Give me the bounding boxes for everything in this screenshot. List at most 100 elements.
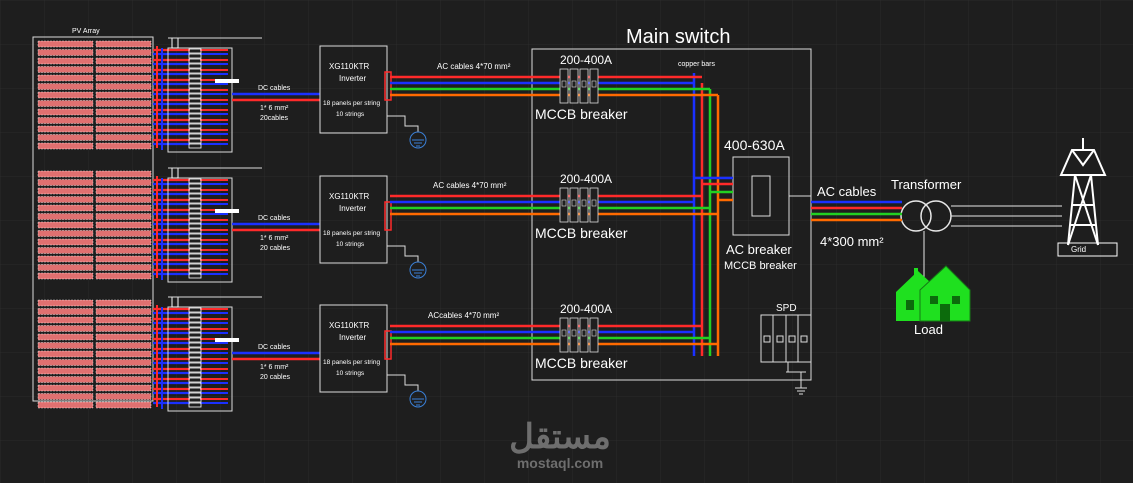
inverter-box — [319, 45, 388, 134]
grid-box — [1057, 242, 1118, 257]
dc-cables-count: 20 cables — [260, 245, 290, 252]
dc-cables-spec: 1* 6 mm² — [260, 235, 289, 242]
ground-icon — [387, 245, 427, 279]
fuse-holder — [188, 273, 202, 279]
mccb-label: MCCB breaker — [535, 106, 628, 122]
pv-panel — [37, 187, 94, 195]
breaker-pole — [559, 68, 569, 104]
house-icon — [896, 265, 971, 322]
pv-panel — [37, 359, 94, 366]
pv-panel-grid — [37, 170, 152, 280]
pv-panel — [37, 91, 94, 99]
fuse-holder — [188, 198, 202, 204]
dc-cables-label: DC cables — [258, 85, 291, 92]
pv-panel — [37, 333, 94, 341]
grid-label: Grid — [1071, 245, 1086, 254]
pv-panel — [37, 255, 94, 263]
pv-panel — [37, 299, 94, 307]
pv-panel — [95, 316, 152, 324]
mccb-rating: 200-400A — [560, 172, 612, 186]
pv-panel — [37, 142, 94, 150]
dc-cables-spec: 1* 6 mm² — [260, 105, 289, 112]
inverter-panels: 18 panels per string — [323, 100, 380, 107]
pv-panel — [37, 179, 94, 186]
fuse-holder — [188, 58, 202, 64]
pv-panel — [95, 125, 152, 133]
fuse-holder — [188, 223, 202, 229]
combiner-terminal — [215, 79, 239, 83]
pv-panel — [37, 272, 94, 280]
fuse-holder — [188, 133, 202, 139]
breaker-handle — [581, 199, 587, 207]
fuse-holder — [188, 53, 202, 59]
fuse-holder — [188, 337, 202, 343]
spd-ground-icon — [786, 362, 807, 395]
fuse-holder — [188, 258, 202, 264]
ac-cables-label: ACcables 4*70 mm² — [428, 311, 499, 320]
string-wires — [153, 46, 228, 150]
pv-panel — [37, 117, 94, 124]
breaker-handle — [591, 329, 597, 337]
pv-panel — [95, 350, 152, 358]
fuse-holder — [188, 263, 202, 269]
ac-cables-label: AC cables 4*70 mm² — [437, 62, 511, 71]
pv-panel — [37, 350, 94, 358]
breaker-pole — [579, 317, 589, 353]
breaker-pole — [579, 68, 589, 104]
mccb-label: MCCB breaker — [535, 225, 628, 241]
inverter-word: Inverter — [339, 74, 366, 83]
fuse-holder — [188, 392, 202, 398]
breaker-handle — [581, 329, 587, 337]
inverter-ac-terminal — [384, 71, 392, 101]
mccb-breaker — [559, 317, 599, 353]
wires-layer — [692, 73, 902, 356]
inverter-word: Inverter — [339, 333, 366, 342]
ac-breaker-sub: MCCB breaker — [724, 260, 797, 272]
fuse-holder — [188, 113, 202, 119]
breaker-pole — [569, 187, 579, 223]
breaker-handle — [561, 80, 567, 88]
inverter-ac-terminal — [384, 201, 392, 231]
mccb-breaker — [559, 187, 599, 223]
pv-panel — [37, 401, 94, 409]
static-layer: PV Array Main switch copper bars 400-630… — [32, 26, 1118, 471]
combiner-fuse-block — [188, 307, 202, 408]
pv-panel — [95, 384, 152, 392]
combiner-terminal — [215, 209, 239, 213]
pv-panel — [37, 108, 94, 116]
fuse-holder — [188, 317, 202, 323]
pv-panel — [37, 376, 94, 383]
pv-panel — [95, 196, 152, 203]
ground-icon — [387, 115, 427, 149]
pv-panel — [95, 179, 152, 186]
fuse-holder — [188, 218, 202, 224]
pv-panel — [37, 325, 94, 332]
breaker-pole — [559, 317, 569, 353]
breaker-pole — [569, 317, 579, 353]
pv-panel — [95, 359, 152, 366]
breaker-pole — [589, 187, 599, 223]
fuse-holder — [188, 118, 202, 124]
pv-panel — [95, 117, 152, 124]
pv-panel — [37, 264, 94, 271]
ground-icon — [387, 374, 427, 408]
pv-panel — [37, 100, 94, 107]
pv-panel — [95, 401, 152, 409]
fuse-holder — [188, 208, 202, 214]
fuse-holder — [188, 188, 202, 194]
breaker-pole — [589, 317, 599, 353]
main-switch-title: Main switch — [626, 26, 730, 48]
fuse-holder — [188, 178, 202, 184]
pv-panel — [95, 264, 152, 271]
fuse-holder — [188, 83, 202, 89]
mccb-rating: 200-400A — [560, 53, 612, 67]
pv-panel — [95, 170, 152, 178]
pv-panel — [37, 308, 94, 315]
fuse-holder — [188, 307, 202, 313]
breaker-pole — [589, 68, 599, 104]
fuse-holder — [188, 193, 202, 199]
fuse-holder — [188, 143, 202, 149]
pv-panel — [37, 342, 94, 349]
